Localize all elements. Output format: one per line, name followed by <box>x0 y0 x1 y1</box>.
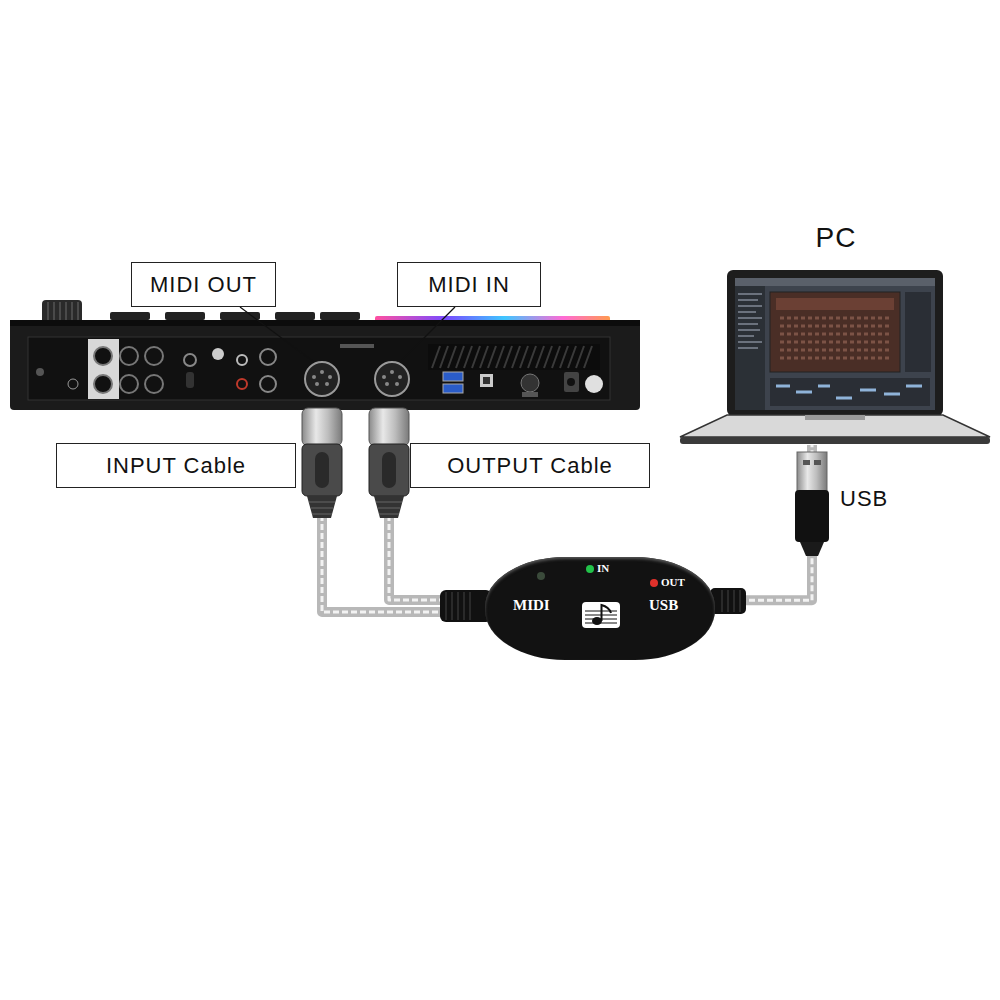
midi-cable <box>322 515 450 612</box>
led-indicator <box>586 565 594 573</box>
usb-midi-interface: IN OUT MIDI USB <box>485 557 715 660</box>
leader-line <box>400 307 455 362</box>
laptop <box>680 270 990 444</box>
port-label: IN <box>597 562 609 574</box>
midi-controller <box>10 300 640 410</box>
computer-node: PC <box>680 220 992 445</box>
midi-plug <box>369 408 409 518</box>
port-label: MIDI <box>513 597 550 614</box>
callout-text: MIDI OUT <box>150 272 257 298</box>
midi-plug <box>302 408 342 518</box>
callout-box: OUTPUT Cable <box>410 443 650 488</box>
usb-plug <box>795 452 829 556</box>
cable-label: USB <box>840 486 888 512</box>
led-indicator <box>537 572 545 580</box>
callout-box: MIDI OUT <box>131 262 276 307</box>
device-title: PC <box>680 220 992 254</box>
music-logo <box>581 599 621 631</box>
callout-text: MIDI IN <box>428 272 510 298</box>
port-label: USB <box>649 597 678 614</box>
callout-box: INPUT Cable <box>56 443 296 488</box>
leader-line <box>240 307 314 362</box>
cable-sleeve <box>710 588 746 614</box>
callout-box: MIDI IN <box>397 262 541 307</box>
callout-text: OUTPUT Cable <box>447 453 613 479</box>
port-label: OUT <box>661 576 685 588</box>
callout-text: INPUT Cable <box>106 453 246 479</box>
led-indicator <box>650 579 658 587</box>
